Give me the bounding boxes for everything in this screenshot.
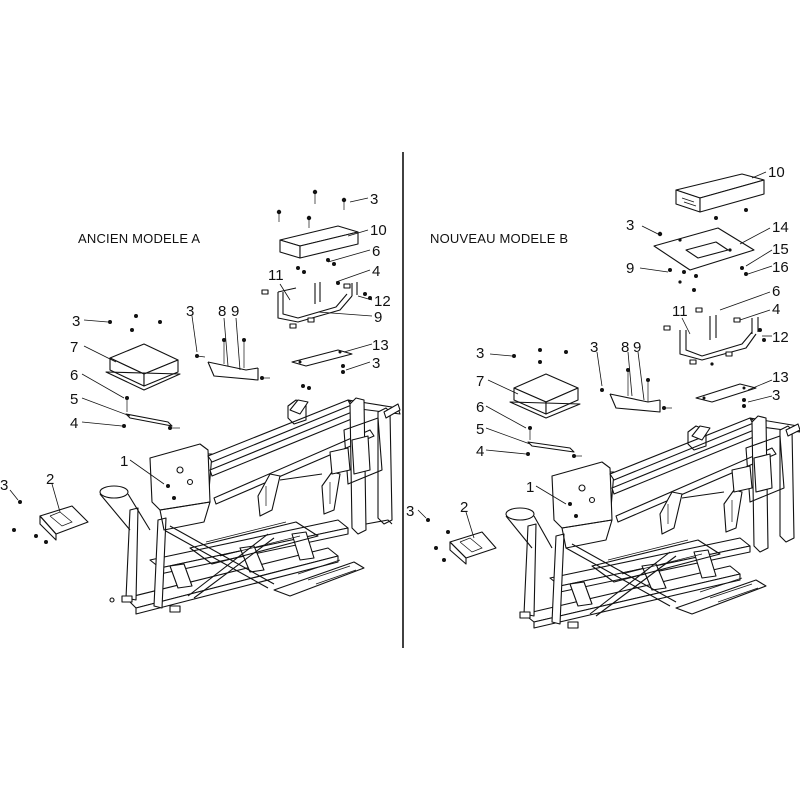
callout-a-5: 5 [70, 391, 78, 408]
part-13-plate-b [695, 383, 757, 408]
screws-top-a [276, 189, 347, 274]
callout-a-11: 11 [268, 267, 284, 284]
part-11-bracket-b [663, 307, 766, 366]
part-2-skid-plate-b [426, 518, 497, 565]
callout-a-2: 2 [46, 471, 54, 488]
callout-b-2: 2 [460, 499, 468, 516]
leaders-b [417, 171, 773, 539]
callout-b-9-mid: 9 [633, 339, 641, 356]
callout-a-9-mid: 9 [231, 303, 239, 320]
callout-b-6: 6 [772, 283, 780, 300]
callout-a-7: 7 [70, 339, 78, 356]
panel-model-b: NOUVEAU MODELE B [406, 164, 800, 629]
part-8-bracket [195, 338, 270, 381]
callout-b-1: 1 [526, 479, 534, 496]
part-13-plate [291, 349, 353, 390]
callout-b-9-top: 9 [626, 260, 634, 277]
callout-b-7: 7 [476, 373, 484, 390]
panel-model-a: ANCIEN MODELE A [0, 189, 401, 615]
callout-b-8: 8 [621, 339, 629, 356]
callout-b-13: 13 [772, 369, 789, 386]
callout-a-3-right: 3 [372, 355, 380, 372]
callout-a-8: 8 [218, 303, 226, 320]
callout-a-3-mid: 3 [186, 303, 194, 320]
chassis-frame-a [99, 397, 401, 615]
leaders-a [9, 197, 373, 513]
callout-b-3-right: 3 [772, 387, 780, 404]
callout-a-4: 4 [372, 263, 380, 280]
callout-b-3-top: 3 [626, 217, 634, 234]
callout-b-16: 16 [772, 259, 789, 276]
part-11-bracket [261, 281, 372, 329]
part-10-cover-b [675, 173, 765, 220]
part-7-battery-b [509, 348, 581, 419]
callout-a-6-left: 6 [70, 367, 78, 384]
part-5-strap-b [526, 426, 582, 458]
callout-a-13: 13 [372, 337, 389, 354]
callout-b-6-left: 6 [476, 399, 484, 416]
callout-a-3-far-left: 3 [0, 477, 8, 494]
callout-b-4: 4 [772, 301, 780, 318]
callouts-a: 3 10 6 4 11 12 9 13 3 3 8 9 3 7 6 5 4 1 … [0, 191, 391, 494]
callout-a-9-right: 9 [374, 309, 382, 326]
callout-a-12: 12 [374, 293, 391, 310]
callout-b-10: 10 [768, 164, 785, 181]
chassis-frame-b [505, 415, 800, 629]
callout-b-15: 15 [772, 241, 789, 258]
callout-b-3-mid: 3 [590, 339, 598, 356]
model-b-title: NOUVEAU MODELE B [430, 231, 568, 246]
callout-a-6: 6 [372, 243, 380, 260]
model-a-title: ANCIEN MODELE A [78, 231, 200, 246]
callout-a-1: 1 [120, 453, 128, 470]
callout-b-3-left: 3 [476, 345, 484, 362]
part-8-bracket-b [600, 368, 672, 413]
part-2-skid-plate [12, 500, 89, 544]
part-10-cover [279, 225, 359, 259]
callout-b-11: 11 [672, 303, 688, 320]
callout-b-12: 12 [772, 329, 789, 346]
callout-b-3-far-left: 3 [406, 503, 414, 520]
callout-a-3-top: 3 [370, 191, 378, 208]
callout-a-3-left: 3 [72, 313, 80, 330]
callout-a-4-left: 4 [70, 415, 78, 432]
callout-b-4-left: 4 [476, 443, 484, 460]
callouts-b: 10 3 14 15 9 16 6 4 11 12 13 3 3 8 9 3 7… [406, 164, 789, 520]
callout-b-5: 5 [476, 421, 484, 438]
callout-a-10: 10 [370, 222, 387, 239]
part-14-plate [653, 227, 755, 292]
callout-b-14: 14 [772, 219, 789, 236]
part-5-strap [122, 396, 180, 430]
part-7-battery [105, 314, 181, 391]
